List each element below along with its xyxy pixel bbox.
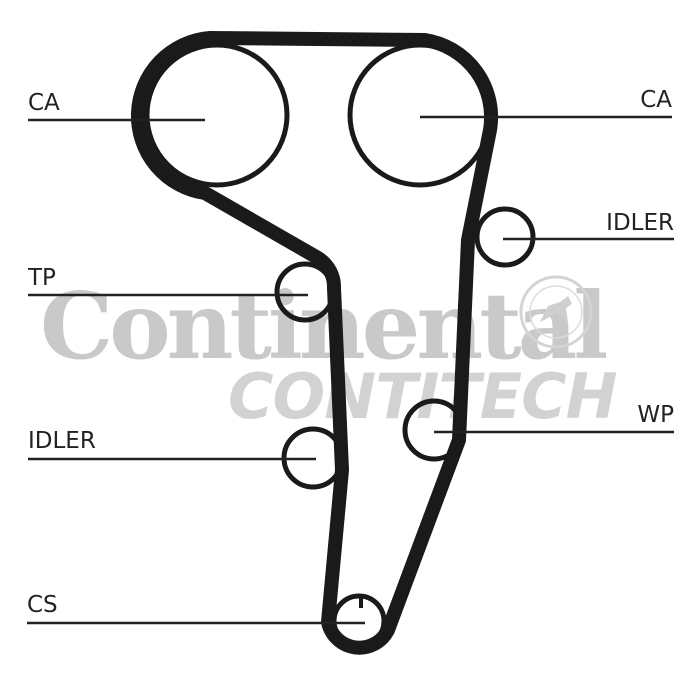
label-idler-right: IDLER [606, 210, 674, 236]
timing-belt [130, 31, 499, 655]
component-labels: CA CA IDLER TP IDLER WP CS [27, 87, 674, 618]
horse-seal-icon [519, 275, 593, 349]
label-ca-left: CA [28, 90, 60, 116]
watermark-continental: Continental [40, 272, 606, 380]
continental-watermark: Continental CONTITECH [40, 272, 618, 433]
idler-right-pulley [474, 206, 536, 268]
label-ca-right: CA [640, 87, 672, 113]
camshaft-left-pulley [144, 42, 290, 188]
label-tp: TP [27, 265, 56, 291]
label-wp: WP [637, 402, 674, 428]
label-cs: CS [27, 592, 58, 618]
label-idler-left: IDLER [28, 428, 96, 454]
leader-lines [27, 115, 674, 625]
watermark-contitech: CONTITECH [228, 360, 617, 433]
